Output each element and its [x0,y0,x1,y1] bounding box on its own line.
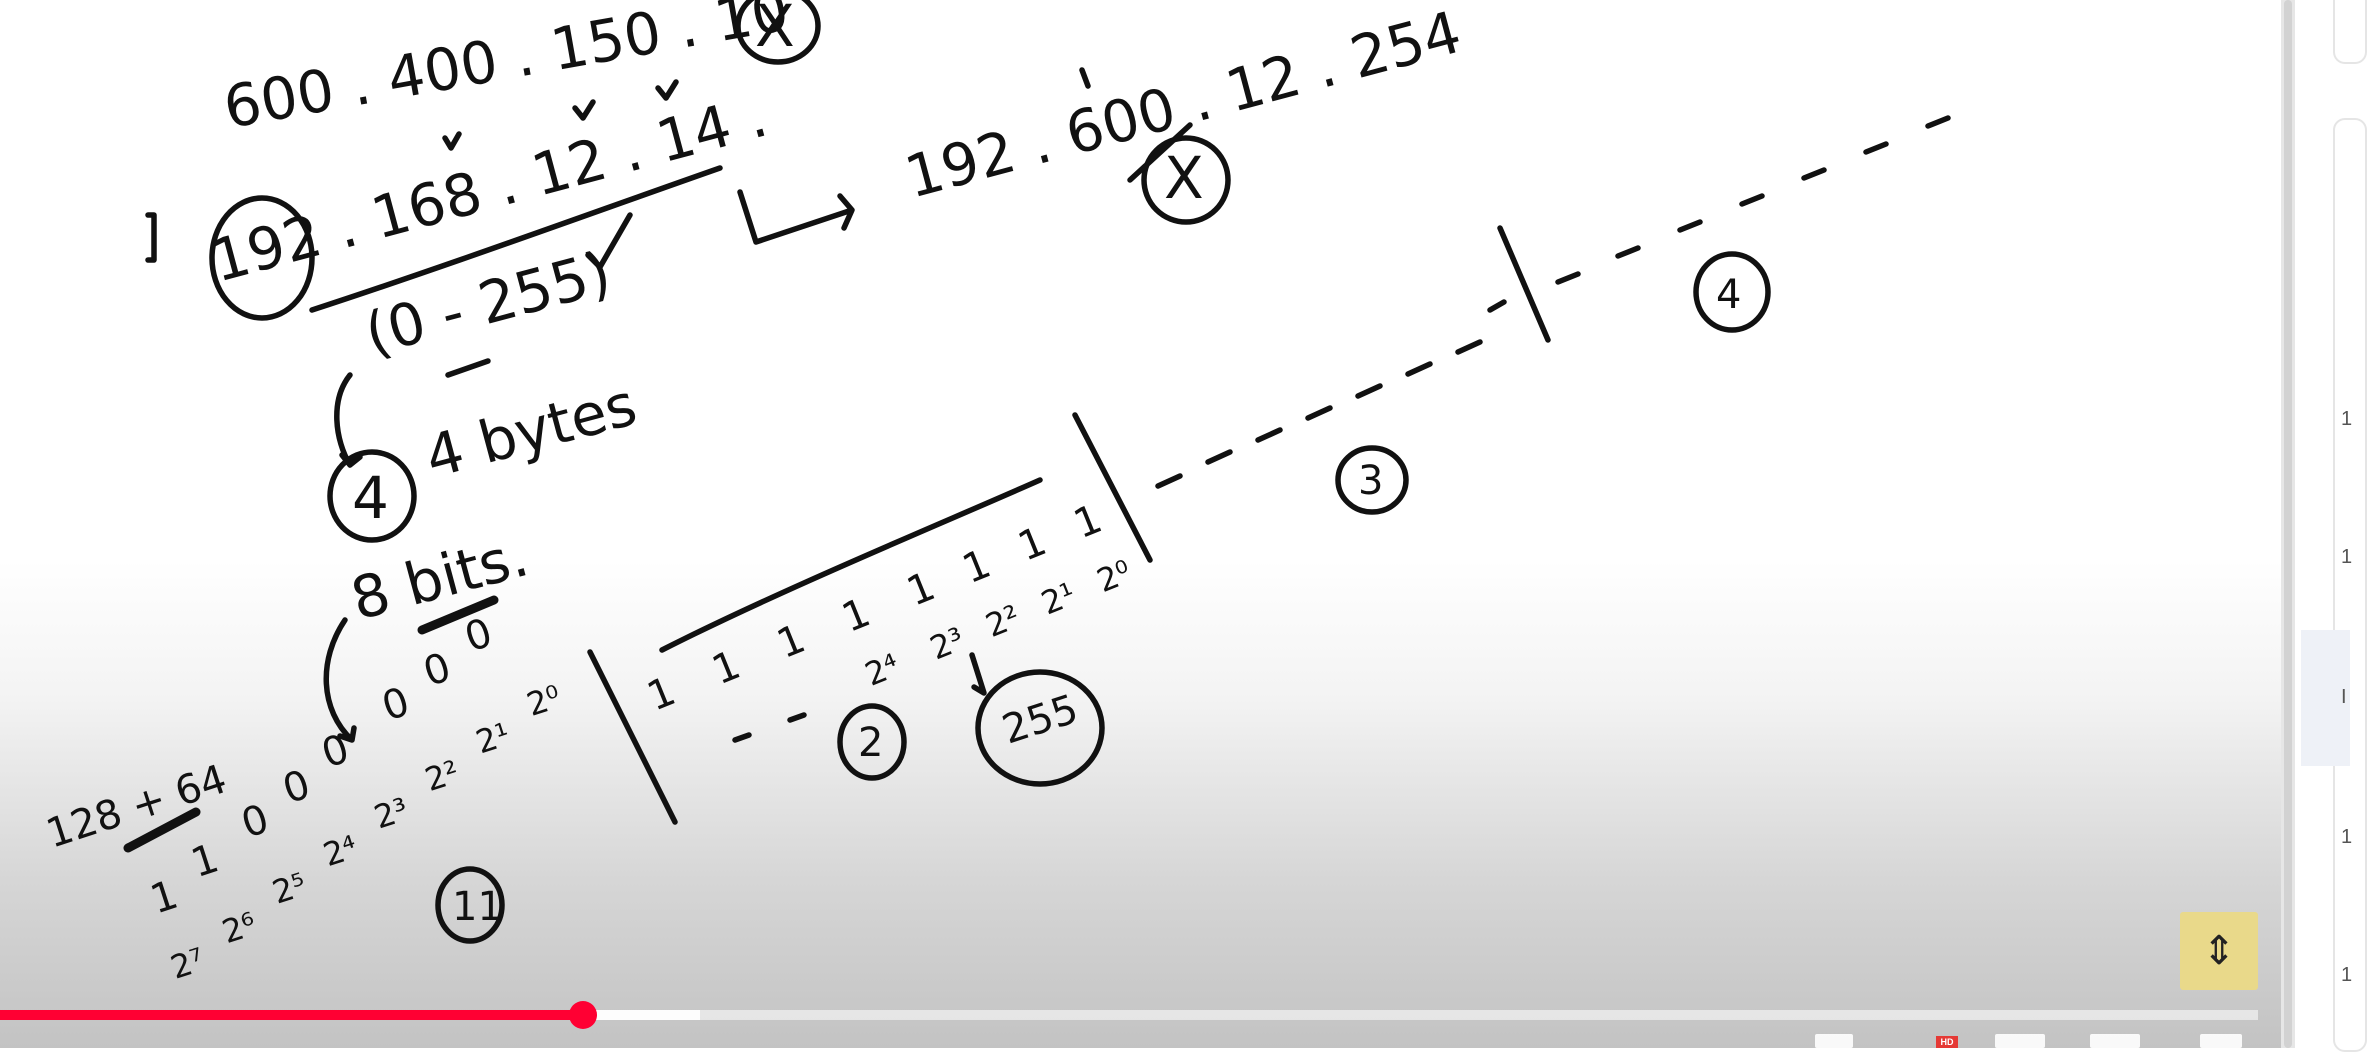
wb-separator-3 [1497,225,1551,343]
svg-text:0: 0 [377,679,415,731]
svg-text:2¹: 2¹ [471,715,514,761]
sidebar-card-top [2333,0,2367,64]
svg-text:2⁴: 2⁴ [860,646,905,694]
wb-bracket [145,212,157,263]
video-frame-whiteboard[interactable]: 600 . 400 . 150 . 10 X 192 . 168 . 12 . … [0,0,2281,1048]
wb-circle-4b [1693,251,1771,333]
control-icon-4[interactable] [2200,1034,2242,1048]
wb-separator-1 [587,649,678,825]
wb-arrow-255 [969,652,987,696]
svg-text:2²: 2² [420,753,463,799]
hd-badge: HD [1936,1036,1958,1048]
svg-text:1: 1 [1012,518,1053,570]
wb-octet-4-label: 4 [1716,272,1741,318]
sidebar-item[interactable]: 1 [2341,546,2353,568]
sidebar-item[interactable]: 1 [2341,964,2353,986]
wb-circle-11 [435,866,505,944]
control-icon-2[interactable] [1995,1034,2045,1048]
wb-invalid-ip-1-mark: X [755,0,795,60]
control-icon-3[interactable] [2090,1034,2140,1048]
wb-sum-underline [123,807,201,853]
svg-text:2²: 2² [980,597,1025,645]
svg-text:1: 1 [706,642,747,694]
wb-max-value: 255 [997,686,1084,753]
wb-arrow-right [737,189,855,245]
wb-bytes-digit: 4 [352,464,389,532]
svg-text:0: 0 [459,610,497,662]
wb-invalid-ip-2-mark: X [1164,144,1204,212]
wb-dashes-octet2 [732,712,807,743]
svg-text:1: 1 [145,872,183,924]
svg-text:2⁵: 2⁵ [268,865,311,911]
wb-range: (0 - 255) [358,238,618,369]
svg-text:1: 1 [186,835,224,887]
wb-brace-octet2 [659,477,1043,653]
wb-circle-x-1 [735,0,821,65]
svg-text:1: 1 [836,590,877,642]
svg-text:2⁰: 2⁰ [522,677,565,723]
svg-text:2⁷: 2⁷ [166,940,209,986]
wb-range-underline [445,358,491,378]
wb-circle-3 [1335,445,1409,515]
svg-text:2⁰: 2⁰ [1091,552,1136,600]
wb-strike [1079,67,1193,183]
wb-circle-4 [327,449,417,543]
svg-text:2³: 2³ [369,790,412,836]
scrollbar-thumb[interactable] [2284,0,2292,1048]
svg-text:2³: 2³ [925,620,970,668]
wb-dashes-octet4 [1555,115,1951,285]
wb-bytes-label: 4 bytes [418,370,643,491]
svg-text:0: 0 [236,796,274,848]
sidebar-item[interactable]: 1 [2341,408,2353,430]
svg-text:1: 1 [901,563,942,615]
wb-circle-255 [975,669,1105,787]
wb-check-marks-top [572,79,679,121]
wb-circle-2 [837,703,907,781]
progress-bar[interactable] [0,1001,2258,1029]
wb-dashes-octet3 [1155,299,1507,489]
expand-collapse-icon: ⇕ [2202,929,2236,973]
wb-value-11: 11 [452,884,503,930]
svg-text:0: 0 [277,761,315,813]
wb-ticks [442,131,633,270]
sidebar-item-active[interactable]: I [2301,630,2350,766]
player-controls [0,1028,2281,1048]
svg-text:1: 1 [641,668,682,720]
wb-underline-ip [309,165,723,313]
svg-text:2⁴: 2⁴ [319,828,362,874]
progress-played [0,1010,583,1020]
wb-octet-2-label: 2 [858,720,883,766]
svg-text:2¹: 2¹ [1036,575,1081,623]
svg-text:1: 1 [771,616,812,668]
expand-collapse-button[interactable]: ⇕ [2180,912,2258,990]
wb-separator-2 [1072,412,1153,563]
wb-arrow-down-2 [323,617,357,743]
progress-scrubber-handle[interactable] [568,1001,597,1029]
sidebar-card-list [2333,118,2367,1052]
video-player[interactable]: 600 . 400 . 150 . 10 X 192 . 168 . 12 . … [0,0,2281,1048]
wb-octet-3-label: 3 [1358,458,1383,504]
control-icon-1[interactable] [1815,1034,1853,1048]
sidebar-item[interactable]: 1 [2341,826,2353,848]
svg-text:1: 1 [1068,496,1109,548]
svg-text:2⁶: 2⁶ [217,905,260,951]
whiteboard-drawing: 600 . 400 . 150 . 10 X 192 . 168 . 12 . … [41,0,1951,987]
svg-text:0: 0 [418,644,456,696]
wb-circle-x-2 [1141,135,1231,225]
wb-circle-192 [209,195,315,321]
wb-bits-underline [417,595,499,635]
svg-text:1: 1 [956,541,997,593]
sidebar-playlist: 1 1 I 1 1 [2295,0,2367,1052]
wb-arrow-down-1 [334,372,363,468]
